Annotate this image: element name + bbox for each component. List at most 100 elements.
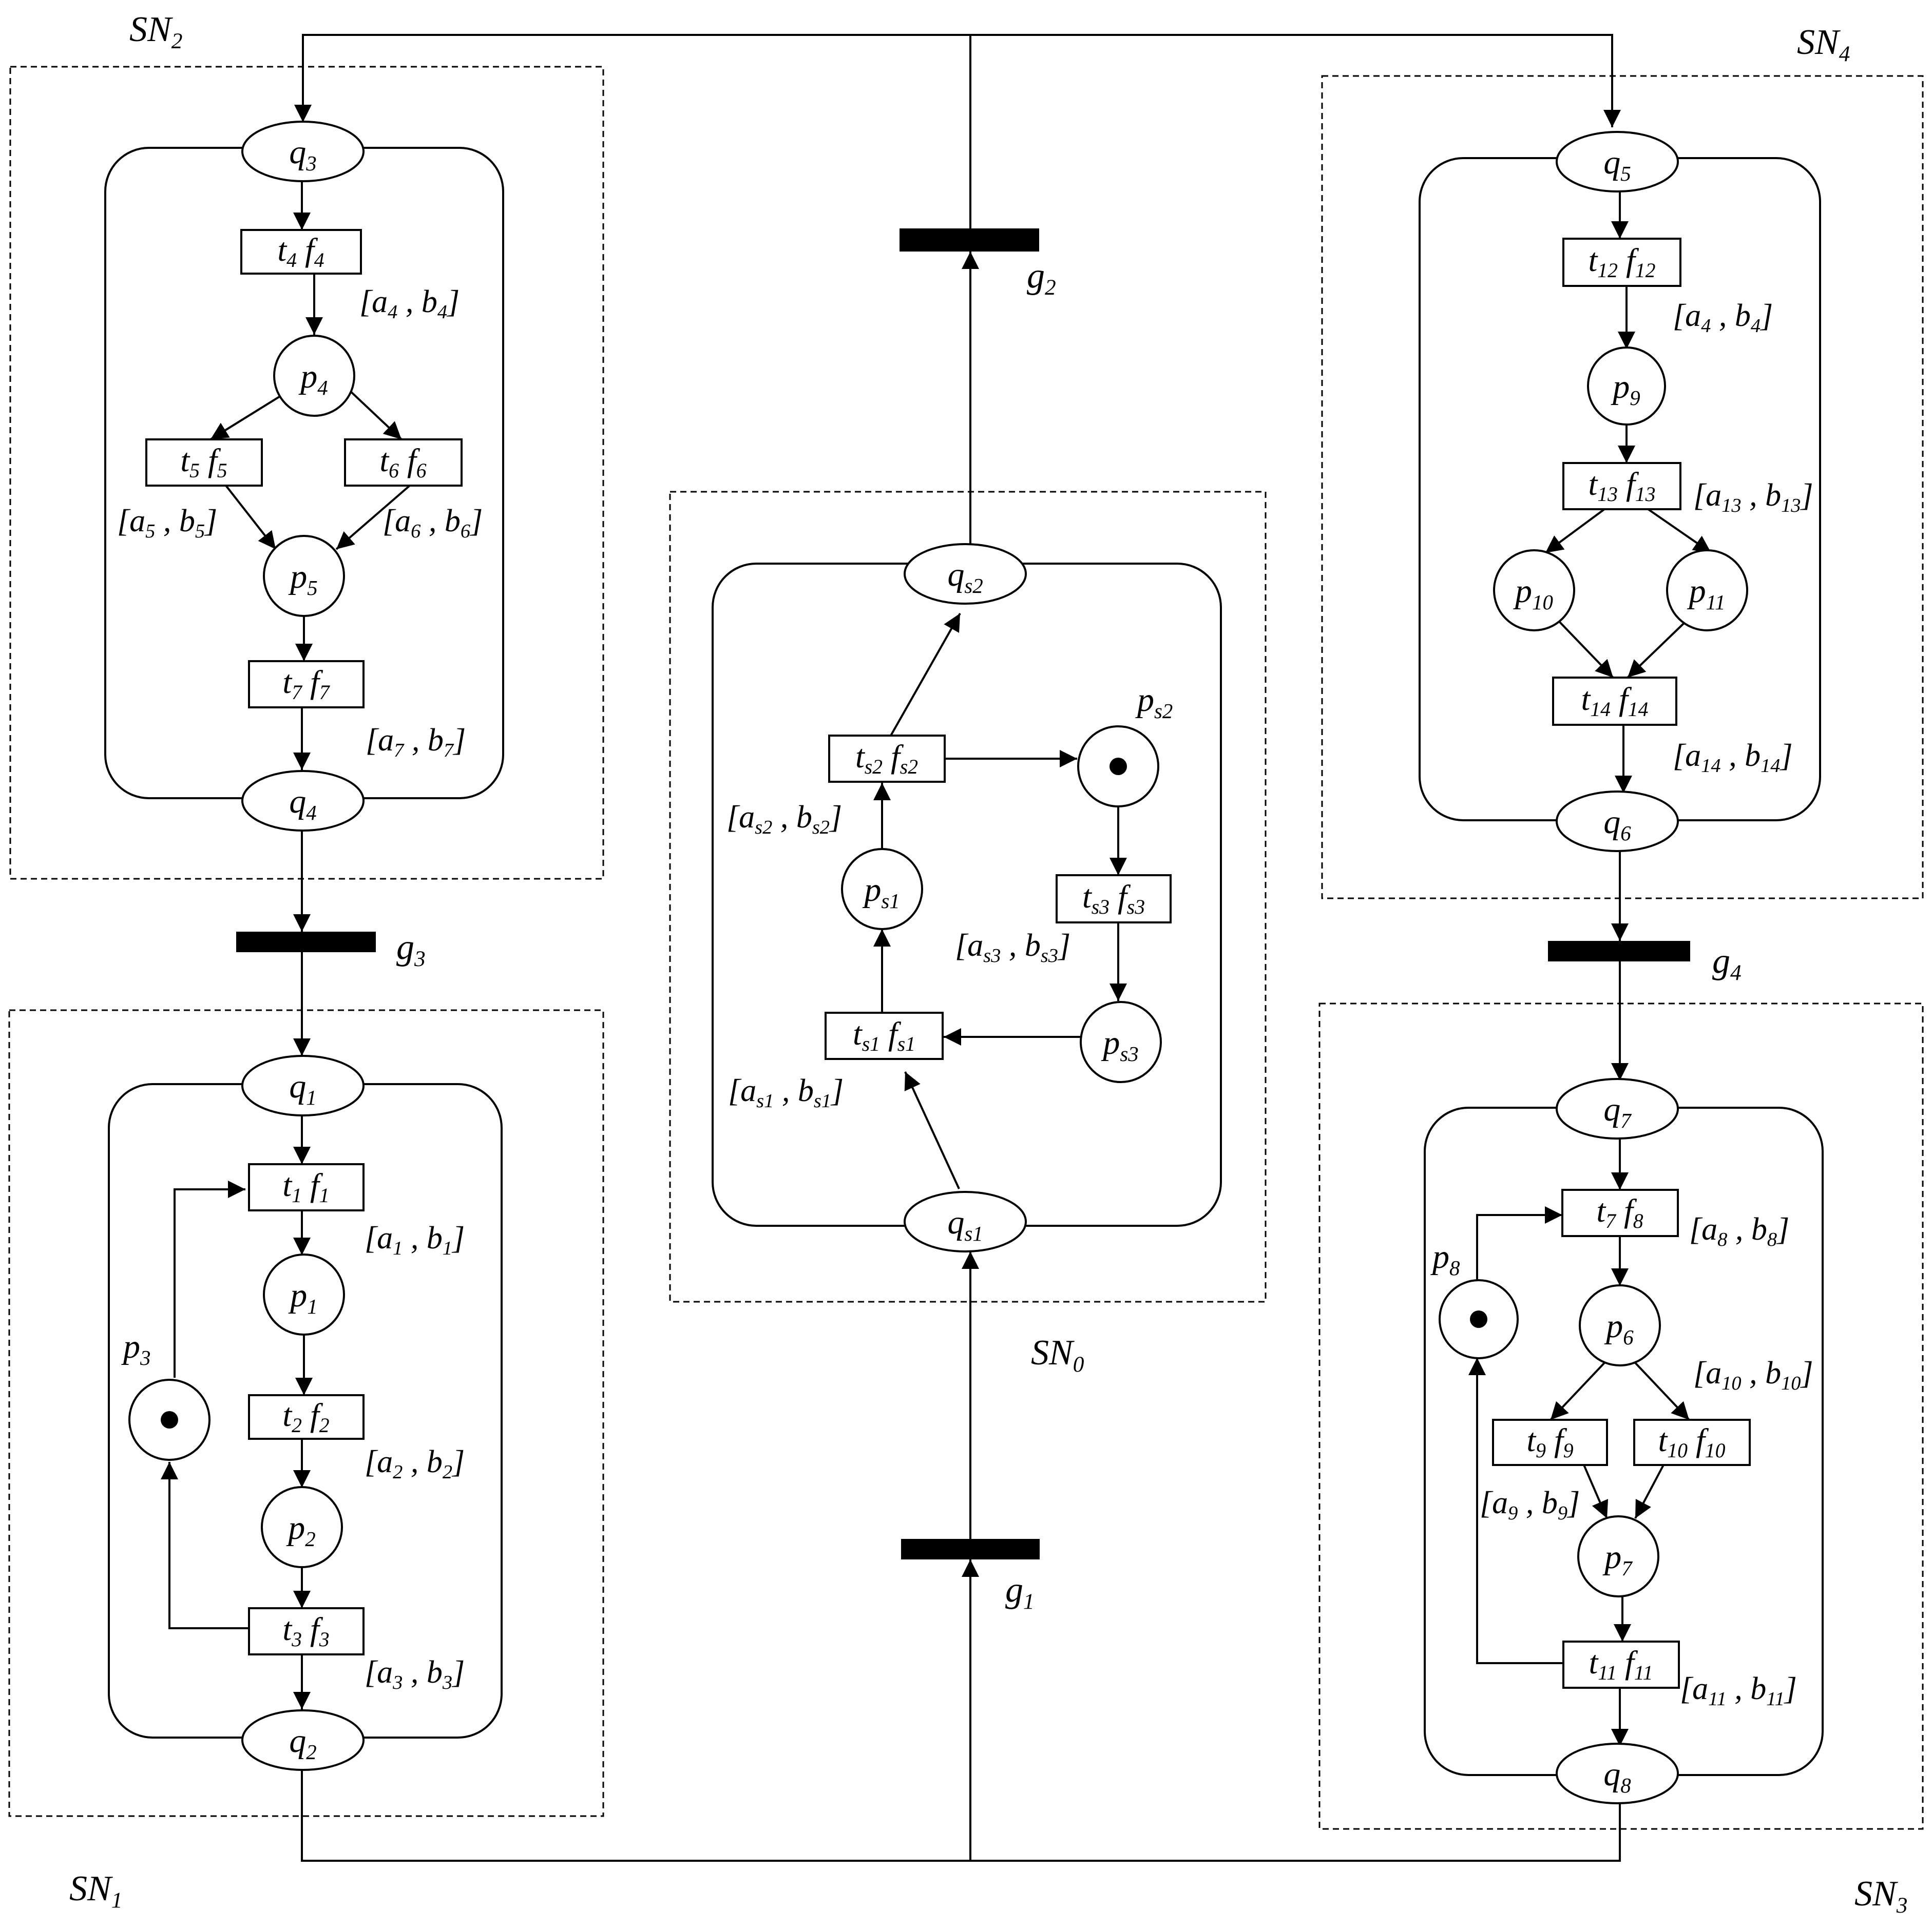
interval-label-t2: [a2 , b2] <box>365 1444 465 1483</box>
token-p8 <box>1470 1310 1487 1328</box>
transition-t7b <box>1561 1189 1679 1237</box>
gate-label-g4: g4 <box>1712 941 1742 985</box>
interval-label-t7b: [a8 , b8] <box>1689 1212 1789 1250</box>
transition-t2 <box>248 1394 365 1440</box>
interval-label-t6: [a6 , b6] <box>382 504 483 542</box>
transition-t14 <box>1552 677 1677 726</box>
edge-t11-p8 <box>1468 1358 1563 1664</box>
interval-label-t9: [a9 , b9] <box>1480 1486 1580 1524</box>
place-label-p10: p10 <box>1513 572 1553 614</box>
transition-t5 <box>145 438 263 487</box>
transition-ts1 <box>825 1012 944 1060</box>
gate-label-g3: g3 <box>396 928 426 971</box>
interval-label-t14: [a14 , b14] <box>1673 738 1793 777</box>
gate-bar-g2 <box>900 228 1039 252</box>
interval-label-t7: [a7 , b7] <box>366 723 466 761</box>
transition-label-t13: t13 f13 <box>1589 466 1656 506</box>
place-label-q4: q4 <box>289 783 316 824</box>
place-label-ps2: ps2 <box>1135 681 1173 723</box>
edge-g2-to-q3 <box>294 34 971 228</box>
edge-t10-p7 <box>1634 1464 1665 1519</box>
place-p1 <box>263 1254 345 1336</box>
place-label-ps3: ps3 <box>1101 1024 1138 1066</box>
place-label-p7: p7 <box>1602 1538 1633 1580</box>
subnet-box-sn3 <box>1318 1002 1924 1830</box>
place-p9 <box>1587 346 1666 426</box>
place-label-p11: p11 <box>1687 572 1726 614</box>
interval-label-t13: [a13 , b13] <box>1693 478 1813 516</box>
place-label-p5: p5 <box>288 558 317 600</box>
place-label-p3: p3 <box>121 1328 150 1370</box>
place-qs1 <box>904 1191 1027 1252</box>
interval-label-t5: [a5 , b5] <box>117 504 217 542</box>
interval-label-ts3: [as3 , bs3] <box>955 928 1070 967</box>
interval-label-t11: [a11 , b11] <box>1680 1671 1797 1710</box>
transition-t7 <box>248 660 365 708</box>
token-ps2 <box>1110 758 1127 775</box>
transition-t4 <box>240 229 362 275</box>
edge-p6-t9 <box>1550 1362 1605 1421</box>
place-label-qs2: qs2 <box>947 556 983 597</box>
interval-label-t4: [a4 , b4] <box>359 284 460 323</box>
place-q3 <box>241 121 365 182</box>
gate-label-g1: g1 <box>1005 1570 1035 1614</box>
place-label-p4: p4 <box>298 358 328 399</box>
transition-label-t14: t14 f14 <box>1581 681 1649 721</box>
place-label-q1: q1 <box>289 1068 316 1109</box>
subnet-label-sn1: SN1 <box>69 1869 122 1913</box>
place-p2 <box>261 1486 343 1568</box>
transition-t1 <box>248 1163 365 1211</box>
place-label-q3: q3 <box>289 133 316 175</box>
subnet-box-sn0 <box>669 491 1267 1303</box>
subnet-box-sn1 <box>8 1009 604 1817</box>
edge-q2-q8-merge <box>301 1767 1621 1862</box>
place-label-q7: q7 <box>1603 1091 1632 1132</box>
subnet-label-sn2: SN2 <box>129 10 182 53</box>
interval-label-t1: [a1 , b1] <box>365 1221 465 1259</box>
transition-ts2 <box>828 735 946 783</box>
place-q4 <box>241 770 365 832</box>
transition-t11 <box>1562 1641 1680 1689</box>
gate-bar-g1 <box>901 1539 1040 1559</box>
place-label-q6: q6 <box>1603 803 1631 845</box>
edge-qs1-ts1 <box>904 1071 960 1189</box>
transition-t3 <box>248 1607 365 1655</box>
place-p6 <box>1579 1284 1661 1366</box>
place-q5 <box>1556 131 1679 192</box>
place-label-q2: q2 <box>289 1722 316 1764</box>
place-label-q8: q8 <box>1603 1756 1631 1797</box>
transition-label-t1: t1 f1 <box>282 1167 329 1207</box>
edge-p4-t6 <box>347 388 403 440</box>
transition-t12 <box>1562 238 1681 287</box>
place-label-ps1: ps1 <box>862 871 900 913</box>
place-p10 <box>1493 549 1575 631</box>
transition-label-t12: t12 f12 <box>1589 242 1656 282</box>
transition-t10 <box>1633 1419 1751 1466</box>
interval-label-t12: [a4 , b4] <box>1673 298 1773 337</box>
place-label-qs1: qs1 <box>947 1204 983 1245</box>
edge-g2-to-q5 <box>970 34 1621 127</box>
edge-p3-t1 <box>174 1181 245 1378</box>
edge-t13-p10 <box>1544 508 1605 554</box>
place-ps1 <box>841 848 923 930</box>
gate-label-g2: g2 <box>1027 256 1056 300</box>
interval-label-ts1: [as1 , bs1] <box>728 1073 844 1112</box>
subnet-box-sn4 <box>1321 75 1924 899</box>
edge-t13-p11 <box>1647 508 1712 554</box>
subnet-label-sn3: SN3 <box>1854 1874 1907 1918</box>
subnet-label-sn4: SN4 <box>1797 23 1850 66</box>
edge-p11-t14 <box>1627 621 1686 679</box>
place-q6 <box>1556 791 1679 852</box>
interval-label-t3: [a3 , b3] <box>365 1655 465 1693</box>
place-q7 <box>1556 1078 1679 1140</box>
interval-label-t10: [a10 , b10] <box>1693 1356 1813 1394</box>
gate-bar-g3 <box>236 932 376 952</box>
edge-t6-p5 <box>335 485 411 550</box>
place-label-p2: p2 <box>286 1509 315 1551</box>
place-label-q5: q5 <box>1603 144 1631 185</box>
place-q8 <box>1556 1743 1679 1804</box>
edge-t9-p7 <box>1583 1464 1609 1519</box>
edge-p6-t10 <box>1634 1362 1690 1421</box>
place-qs2 <box>904 543 1027 605</box>
